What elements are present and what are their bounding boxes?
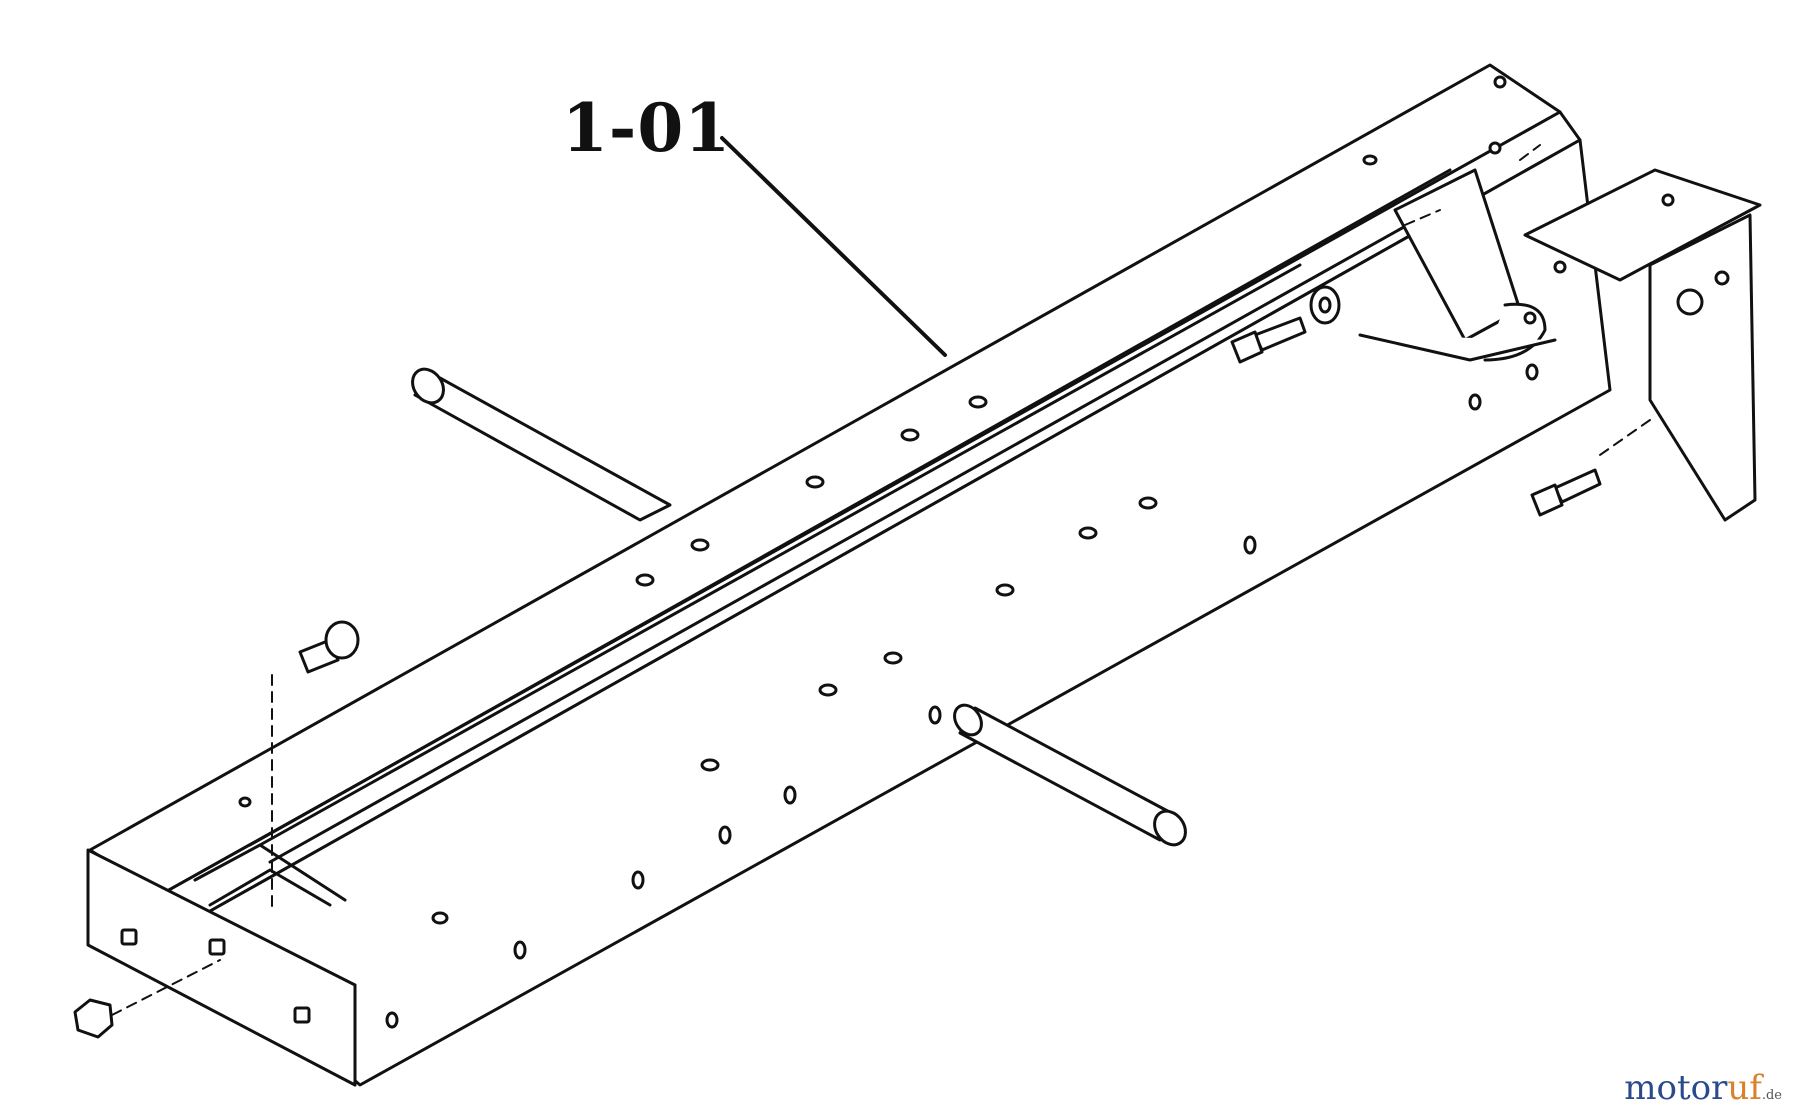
end-plate-slots bbox=[120, 928, 311, 1024]
watermark-part2: uf bbox=[1727, 1068, 1762, 1108]
carriage-bolt-front bbox=[298, 620, 360, 674]
rear-axle-rod bbox=[411, 367, 672, 522]
bolt-rear-lower bbox=[1530, 468, 1602, 517]
washer-side-upper bbox=[1309, 285, 1341, 325]
frame-holes bbox=[238, 154, 1539, 1029]
assembly-guide-lines bbox=[111, 144, 1651, 1016]
watermark-logo: motoruf.de bbox=[1624, 1071, 1782, 1105]
watermark-part1: motor bbox=[1624, 1068, 1728, 1108]
bolt-side-upper bbox=[1230, 316, 1307, 364]
channel-detail-lines bbox=[193, 168, 1472, 907]
main-frame-rail bbox=[86, 63, 1612, 1087]
front-axle-rod bbox=[953, 703, 1187, 847]
rear-bracket bbox=[1358, 75, 1762, 522]
hex-nut-front bbox=[73, 998, 114, 1039]
callout-leader-line bbox=[720, 136, 947, 357]
watermark-tld: .de bbox=[1761, 1088, 1782, 1103]
callout-label: 1-01 bbox=[562, 89, 732, 167]
